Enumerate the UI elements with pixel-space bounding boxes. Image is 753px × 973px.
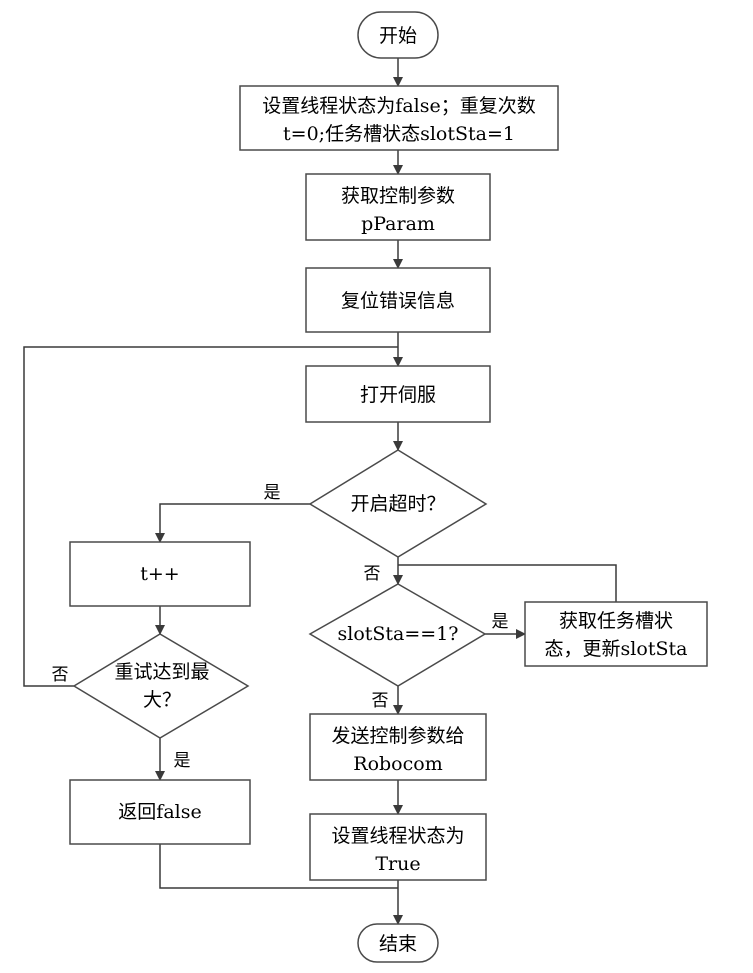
node-return-false-label: 返回false — [118, 801, 201, 823]
node-send-param-line2: Robocom — [353, 753, 442, 775]
node-set-true-line2: True — [375, 853, 420, 875]
node-get-slot-line2: 态，更新slotSta — [545, 638, 688, 660]
label-retry-no: 否 — [52, 665, 69, 685]
node-set-true-line1: 设置线程状态为 — [331, 825, 464, 847]
node-end: 结束 — [357, 923, 439, 963]
edge-timeout-yes-to-tincrement — [155, 503, 310, 543]
label-timeout-yes: 是 — [264, 483, 281, 503]
node-retry-decision-line2: 大？ — [143, 689, 181, 711]
node-retry-decision-line1: 重试达到最 — [114, 661, 209, 683]
node-reset-error-label: 复位错误信息 — [341, 290, 455, 312]
node-start-label: 开始 — [379, 25, 417, 47]
node-reset-error: 复位错误信息 — [305, 267, 491, 333]
node-send-param-line1: 发送控制参数给 — [331, 725, 464, 747]
node-timeout-decision: 开启超时？ — [308, 449, 488, 558]
node-t-increment: t++ — [69, 541, 251, 607]
node-init-line2: t=0;任务槽状态slotSta=1 — [283, 123, 515, 145]
node-timeout-decision-label: 开启超时？ — [350, 493, 445, 515]
node-set-true: 设置线程状态为 True — [309, 813, 487, 881]
connectors — [23, 58, 617, 925]
label-retry-yes: 是 — [174, 751, 191, 771]
edge-getslot-loop — [398, 564, 617, 602]
node-send-param: 发送控制参数给 Robocom — [309, 713, 487, 781]
label-slot-yes: 是 — [492, 612, 509, 632]
node-get-slot-line1: 获取任务槽状 — [559, 610, 673, 632]
node-get-slot: 获取任务槽状 态，更新slotSta — [524, 601, 708, 667]
edge-retry-no-loop — [23, 346, 398, 687]
node-t-increment-label: t++ — [140, 563, 179, 585]
node-get-param-line2: pParam — [361, 213, 435, 235]
edge-labels: 是 否 否 是 是 否 — [52, 483, 509, 771]
node-return-false: 返回false — [69, 779, 251, 845]
node-get-param-line1: 获取控制参数 — [341, 185, 455, 207]
edge-returnfalse-to-end — [159, 844, 398, 889]
node-slot-decision-label: slotSta==1? — [338, 623, 459, 645]
node-get-param: 获取控制参数 pParam — [305, 173, 491, 241]
node-slot-decision: slotSta==1? — [308, 583, 487, 687]
node-open-servo-label: 打开伺服 — [360, 384, 436, 406]
node-init: 设置线程状态为false；重复次数 t=0;任务槽状态slotSta=1 — [239, 85, 559, 151]
node-start: 开始 — [357, 11, 439, 59]
node-retry-decision: 重试达到最 大？ — [72, 633, 250, 739]
label-timeout-no: 否 — [364, 564, 381, 584]
label-slot-no: 否 — [372, 691, 389, 711]
node-end-label: 结束 — [379, 933, 417, 955]
node-init-line1: 设置线程状态为false；重复次数 — [262, 95, 535, 117]
node-open-servo: 打开伺服 — [305, 365, 491, 423]
